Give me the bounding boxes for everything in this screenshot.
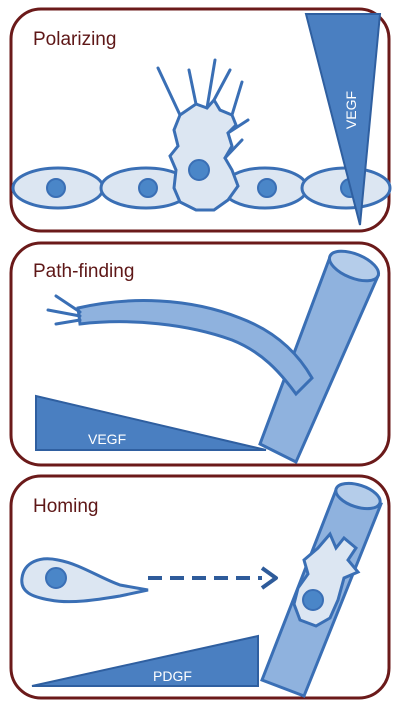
panel-title: Polarizing <box>33 29 116 50</box>
cell-nucleus <box>303 590 323 610</box>
panel-title: Path-finding <box>33 261 134 282</box>
cell-nucleus <box>139 179 157 197</box>
cell-nucleus <box>189 160 209 180</box>
gradient-label: PDGF <box>153 668 192 684</box>
panel-path-finding: VEGF Path-finding <box>11 243 389 465</box>
panel-polarizing: VEGF Polarizing <box>11 9 390 231</box>
cell-nucleus <box>258 179 276 197</box>
cell-nucleus <box>47 179 65 197</box>
gradient-label: VEGF <box>88 431 126 447</box>
panel-homing: PDGF Homing <box>11 476 389 698</box>
panel-title: Homing <box>33 496 98 517</box>
cell-nucleus <box>46 568 66 588</box>
gradient-label: VEGF <box>343 91 359 129</box>
